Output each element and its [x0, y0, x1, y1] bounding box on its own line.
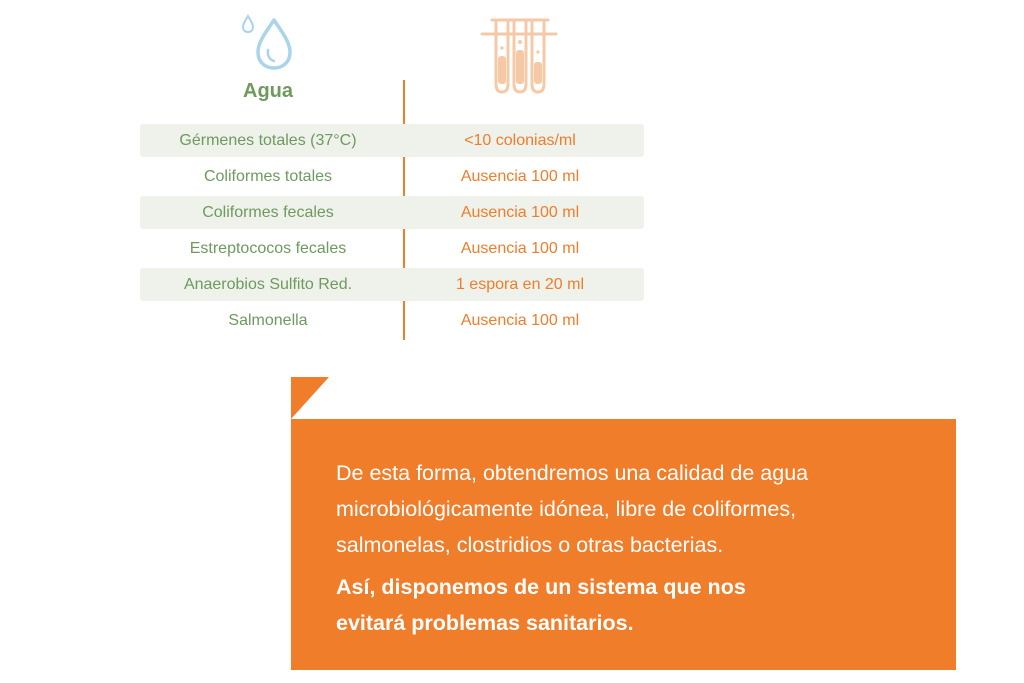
callout-bold-line: evitará problemas sanitarios. [336, 611, 634, 635]
callout-text-line: De esta forma, obtendremos una calidad d… [336, 461, 809, 485]
callout-box: De esta forma, obtendremos una calidad d… [291, 419, 956, 670]
callout-text-line: microbiológicamente idónea, libre de col… [336, 497, 797, 521]
table-row: Anaerobios Sulfito Red. 1 espora en 20 m… [140, 268, 644, 301]
water-drop-icon [241, 14, 292, 70]
value-cell: <10 colonias/ml [464, 131, 576, 149]
table-row: Coliformes totales Ausencia 100 ml [140, 160, 644, 193]
parameter-cell: Estreptococos fecales [189, 239, 347, 257]
table-row: Gérmenes totales (37°C) <10 colonias/ml [140, 124, 644, 157]
table-row: Estreptococos fecales Ausencia 100 ml [140, 232, 644, 265]
table-row: Coliformes fecales Ausencia 100 ml [140, 196, 644, 229]
value-cell: Ausencia 100 ml [460, 203, 580, 221]
parameter-cell: Anaerobios Sulfito Red. [183, 275, 353, 293]
callout-notch [291, 377, 329, 419]
value-cell: Ausencia 100 ml [460, 167, 580, 185]
table-row: Salmonella Ausencia 100 ml [140, 304, 644, 337]
parameter-cell: Coliformes fecales [202, 203, 334, 221]
value-cell: Ausencia 100 ml [460, 311, 580, 329]
callout-bold-line: Así, disponemos de un sistema que nos [336, 575, 746, 599]
test-tubes-icon [480, 18, 558, 94]
callout-text-line: salmonelas, clostridios o otras bacteria… [336, 533, 724, 557]
value-cell: Ausencia 100 ml [460, 239, 580, 257]
parameter-cell: Gérmenes totales (37°C) [179, 131, 357, 149]
parameter-cell: Salmonella [228, 311, 308, 329]
value-cell: 1 espora en 20 ml [455, 275, 585, 293]
parameter-cell: Coliformes totales [203, 167, 333, 185]
column-title-agua: Agua [243, 80, 293, 102]
microbiology-table: Gérmenes totales (37°C) <10 colonias/ml … [140, 124, 644, 340]
